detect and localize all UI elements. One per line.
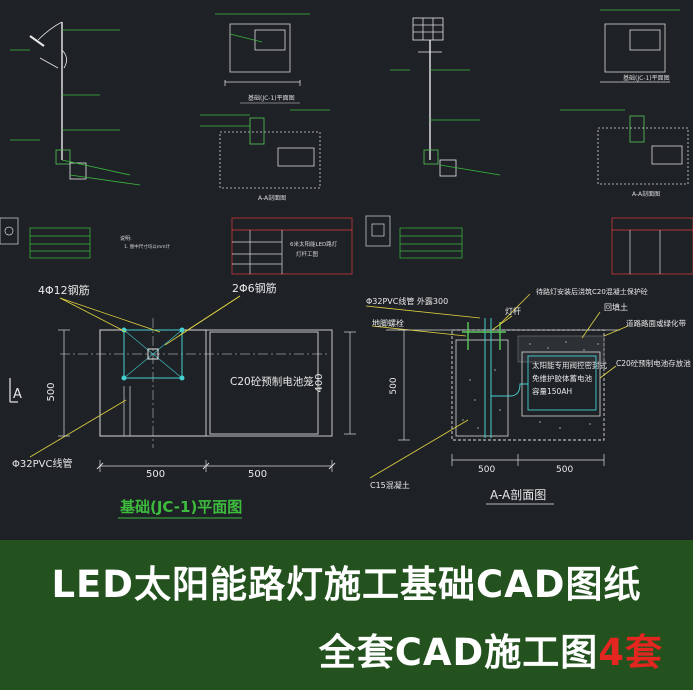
section-battery-line3: 容量150AH (532, 386, 572, 396)
thumb-table-title-a: 6米太阳能LED路灯 (290, 240, 338, 248)
section-view-drawing (365, 293, 629, 479)
thumbnail-sheet-1 (10, 13, 330, 189)
plan-dim-width-right: 500 (248, 469, 267, 480)
section-battery-line2: 免维护胶体蓄电池 (532, 373, 592, 383)
section-label-install: 待路灯安装后浇筑C20混凝土保护砼 (536, 287, 648, 296)
plan-dim-height-left: 500 (46, 382, 57, 401)
thumb2-section-title: A-A剖面图 (632, 190, 660, 198)
plan-dim-height-right: 400 (314, 373, 325, 392)
plan-dim-width-left: 500 (146, 469, 165, 480)
banner-subline: 全套CAD施工图4套 (319, 622, 663, 676)
thumb-notes-title: 说明: (120, 235, 132, 242)
thumbnail-details (0, 215, 693, 275)
section-label-pvc: Φ32PVC线管 外露300 (366, 296, 448, 306)
section-label-lamp: 灯杆 (505, 306, 521, 316)
banner-headline: LED太阳能路灯施工基础CAD图纸 (51, 563, 642, 606)
section-dim-bottom-right: 500 (556, 465, 573, 475)
section-battery-line1: 太阳能专用阀控密封式 (532, 360, 607, 370)
section-dim-height: 500 (389, 377, 399, 394)
thumb2-plan-title: 基础(JC-1)平面图 (623, 74, 670, 82)
promo-banner: LED太阳能路灯施工基础CAD图纸 全套CAD施工图4套 (0, 540, 693, 690)
thumb1-plan-title: 基础(JC-1)平面图 (248, 94, 295, 102)
plan-label-pvc: Φ32PVC线管 (12, 457, 72, 470)
thumb1-section-title: A-A剖面图 (258, 194, 286, 202)
section-label-bolt: 地脚螺栓 (372, 318, 404, 328)
plan-section-marker: A (13, 387, 22, 402)
banner-subline-main: 全套CAD施工图 (318, 631, 599, 674)
section-label-c20-pit: C20砼预制电池存放池 (616, 358, 691, 368)
section-label-road: 道路路面或绿化带 (626, 318, 686, 328)
plan-view-drawing (9, 295, 356, 472)
cad-drawing-area: 基础(JC-1)平面图 A-A剖面图 基础(JC-1)平面图 A-A剖面图 (0, 9, 693, 519)
section-view-title: A-A剖面图 (490, 488, 546, 502)
section-label-c15: C15混凝土 (370, 480, 410, 490)
thumbnail-sheet-2 (390, 9, 689, 185)
plan-label-rebar-small: 2Φ6钢筋 (232, 281, 277, 295)
plan-view-title: 基础(JC-1)平面图 (119, 498, 242, 516)
plan-label-rebar-main: 4Φ12钢筋 (38, 283, 90, 297)
plan-label-cable-pit: C20砼预制电池笼 (230, 375, 314, 388)
section-dim-bottom-left: 500 (478, 465, 495, 475)
section-label-backfill: 回填土 (604, 302, 628, 312)
thumb-notes-line: 1. 图中尺寸均以mm计 (124, 243, 170, 250)
thumb-table-title-b: 灯杆工图 (296, 250, 319, 258)
banner-subline-accent: 4套 (598, 631, 663, 674)
